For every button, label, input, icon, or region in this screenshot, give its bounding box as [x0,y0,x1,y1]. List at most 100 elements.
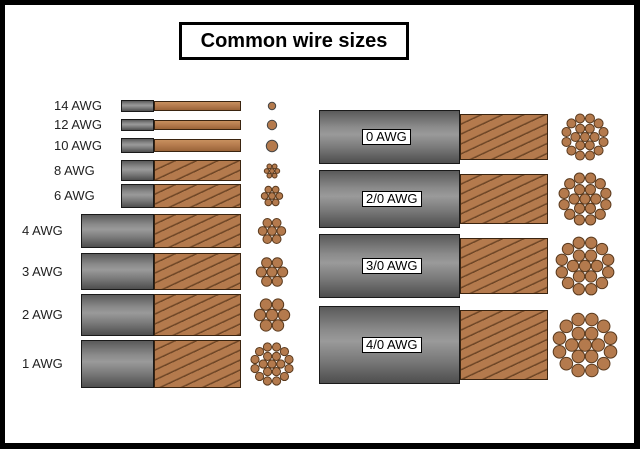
strand [559,319,574,334]
strand [284,363,294,374]
strand [598,136,609,147]
strand [250,363,260,374]
strand [254,371,265,382]
strand [601,253,615,266]
strand [572,249,586,262]
strand [271,351,281,361]
wire-insulation [81,340,154,388]
wire-conductor [154,253,241,290]
strand [274,167,281,174]
strand [574,184,586,196]
strand [261,256,273,268]
strand [584,326,599,341]
strand [262,376,273,386]
wire-insulation [121,100,154,112]
strand [269,167,275,174]
strand [595,276,609,290]
strand [558,198,570,211]
strand [561,136,572,147]
strand [564,338,579,352]
strand [575,123,586,134]
strand [254,346,265,357]
strand [564,178,576,190]
strand [266,163,273,169]
strand [271,218,282,228]
strand [561,242,575,256]
strand [267,359,277,369]
strand [271,172,278,178]
wire-size-label: 1 AWG [22,356,63,371]
strand [584,113,595,124]
strand [578,338,592,352]
wire-conductor [460,238,548,294]
strand [584,270,598,283]
wire-conductor [154,340,241,388]
strand [255,265,267,278]
wire-size-label: 14 AWG [54,98,102,113]
strand [584,249,598,262]
strand [594,178,606,190]
strand [271,275,283,287]
wire-cross-section [552,312,618,378]
wire-conductor [154,294,241,336]
strand [561,127,572,138]
strand [253,308,267,322]
wire-cross-section [265,139,279,152]
strand [595,242,609,256]
strand [572,270,586,283]
wire-cross-section [561,113,609,161]
strand [279,371,290,382]
strand [584,214,597,226]
strand [598,127,609,138]
strand [584,184,597,196]
strand [268,192,276,200]
wire-cross-section [555,236,615,296]
strand [585,363,599,378]
wire-size-label: 3/0 AWG [362,258,422,274]
strand [552,345,567,359]
strand [271,198,280,207]
strand [276,359,286,369]
strand [259,298,273,311]
strand [265,139,279,152]
wire-size-label: 8 AWG [54,162,95,178]
strand [279,346,290,357]
strand [566,145,577,156]
wire-size-label: 4 AWG [22,223,63,238]
strand [566,118,577,129]
wire-size-label: 0 AWG [362,129,411,145]
strand [566,259,580,273]
strand [276,226,287,236]
strand [271,256,283,268]
strand [258,359,268,369]
strand [571,326,586,341]
strand [585,282,598,296]
wire-insulation [81,214,154,248]
strand [600,198,612,211]
wire-cross-section [255,256,289,287]
strand [555,266,569,279]
wire-size-label: 10 AWG [54,137,102,153]
strand [275,192,284,200]
wire-conductor [154,184,241,208]
strand [590,259,604,273]
wire-conductor [154,101,241,111]
diagram-title: Common wire sizes [179,22,409,60]
strand [591,338,606,352]
wire-conductor [154,120,241,130]
strand [271,376,282,386]
strand [584,349,599,364]
wire-insulation [121,119,154,131]
wire-cross-section [260,185,284,207]
strand [573,172,586,184]
strand [579,193,591,205]
strand [594,208,606,220]
strand [263,367,273,377]
wire-insulation [121,138,154,153]
wire-insulation [81,253,154,290]
wire-conductor [460,174,548,224]
wire-cross-section [558,172,612,226]
strand [262,218,273,228]
wire-size-label: 6 AWG [54,188,95,203]
